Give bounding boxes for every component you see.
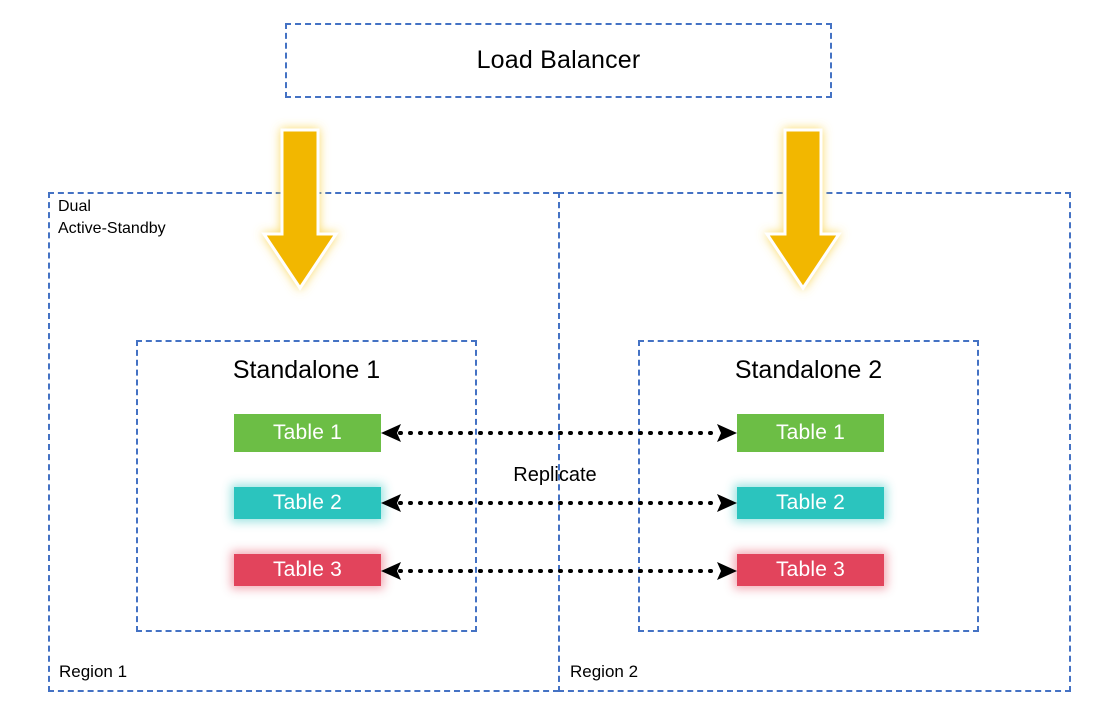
replicate-arrow-table-1 [381,421,737,445]
standalone-1-table-1[interactable]: Table 1 [234,414,381,452]
replicate-arrow-table-2 [381,491,737,515]
standalone-1-title: Standalone 1 [232,356,381,384]
standalone-2-box[interactable]: Standalone 2 [638,340,979,632]
load-balancer-box[interactable]: Load Balancer [285,23,832,98]
region-divider [558,192,560,692]
region-2-label: Region 2 [570,662,639,681]
standalone-2-title: Standalone 2 [734,356,883,384]
replicate-arrow-table-3 [381,559,737,583]
standalone-1-table-3[interactable]: Table 3 [234,554,381,586]
standalone-1-table-2[interactable]: Table 2 [234,487,381,519]
traffic-arrow-region-1 [261,128,339,291]
replicate-label: Replicate [0,464,1094,487]
standalone-2-table-3[interactable]: Table 3 [737,554,884,586]
standalone-2-table-2[interactable]: Table 2 [737,487,884,519]
load-balancer-label: Load Balancer [476,46,641,74]
dual-active-standby-label: Dual Active-Standby [58,198,166,237]
standalone-2-table-1[interactable]: Table 1 [737,414,884,452]
standalone-1-box[interactable]: Standalone 1 [136,340,477,632]
traffic-arrow-region-2 [764,128,842,291]
replicate-label-text: Replicate [513,464,597,486]
region-1-label: Region 1 [59,662,128,681]
